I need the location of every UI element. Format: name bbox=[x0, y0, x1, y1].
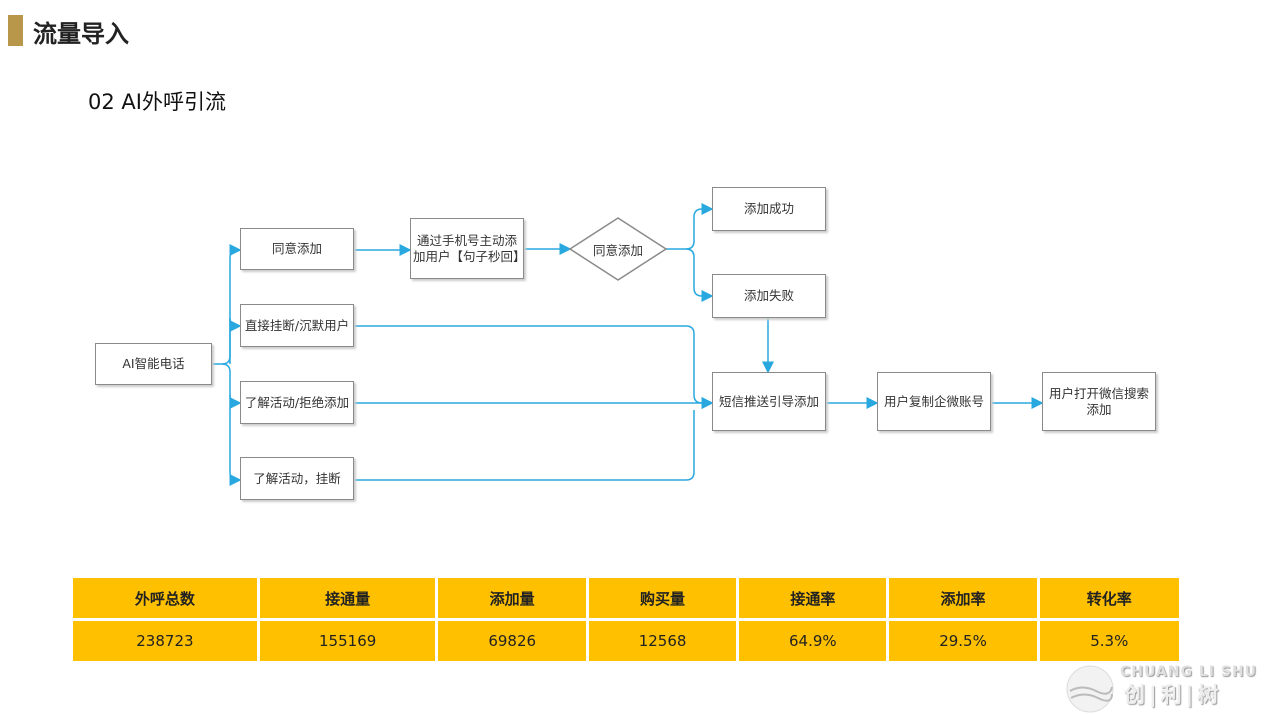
logo-text-en: CHUANG LI SHU bbox=[1120, 664, 1258, 680]
node-fail: 添加失败 bbox=[712, 274, 826, 318]
value-cell: 12568 bbox=[588, 621, 737, 661]
header-cell: 添加率 bbox=[889, 578, 1037, 618]
header-cell: 接通率 bbox=[739, 578, 887, 618]
value-cell: 5.3% bbox=[1039, 621, 1179, 661]
logo-wave-icon bbox=[1066, 665, 1114, 713]
title-accent-bar bbox=[8, 15, 23, 46]
node-hangup-silent: 直接挂断/沉默用户 bbox=[240, 304, 354, 347]
header-cell: 转化率 bbox=[1039, 578, 1179, 618]
header-cell: 购买量 bbox=[588, 578, 737, 618]
node-learn-hangup: 了解活动，挂断 bbox=[240, 457, 354, 500]
node-success: 添加成功 bbox=[712, 187, 826, 231]
header-cell: 接通量 bbox=[259, 578, 436, 618]
node-phone-add: 通过手机号主动添加用户【句子秒回】 bbox=[410, 218, 526, 279]
value-cell: 155169 bbox=[259, 621, 436, 661]
node-ai-call: AI智能电话 bbox=[95, 343, 212, 385]
node-sms: 短信推送引导添加 bbox=[712, 372, 826, 431]
value-cell: 64.9% bbox=[739, 621, 887, 661]
value-cell: 29.5% bbox=[889, 621, 1037, 661]
header-cell: 外呼总数 bbox=[73, 578, 257, 618]
header-cell: 添加量 bbox=[438, 578, 586, 618]
node-copy-account: 用户复制企微账号 bbox=[877, 372, 991, 431]
value-cell: 69826 bbox=[438, 621, 586, 661]
value-cell: 238723 bbox=[73, 621, 257, 661]
section-subtitle: 02 AI外呼引流 bbox=[88, 90, 226, 114]
page-title: 流量导入 bbox=[33, 20, 129, 48]
watermark-logo: CHUANG LI SHU 创|利|树 bbox=[1062, 664, 1262, 714]
logo-text-cn: 创|利|树 bbox=[1124, 683, 1223, 707]
table-row: 238723 155169 69826 12568 64.9% 29.5% 5.… bbox=[73, 621, 1179, 661]
node-agree: 同意添加 bbox=[240, 228, 354, 270]
table-header-row: 外呼总数 接通量 添加量 购买量 接通率 添加率 转化率 bbox=[73, 578, 1179, 618]
stats-table: 外呼总数 接通量 添加量 购买量 接通率 添加率 转化率 238723 1551… bbox=[70, 575, 1182, 664]
node-wechat-search: 用户打开微信搜索添加 bbox=[1042, 372, 1156, 431]
node-learn-refuse: 了解活动/拒绝添加 bbox=[240, 381, 354, 424]
decision-diamond bbox=[568, 217, 668, 281]
decision-label: 同意添加 bbox=[592, 243, 643, 258]
